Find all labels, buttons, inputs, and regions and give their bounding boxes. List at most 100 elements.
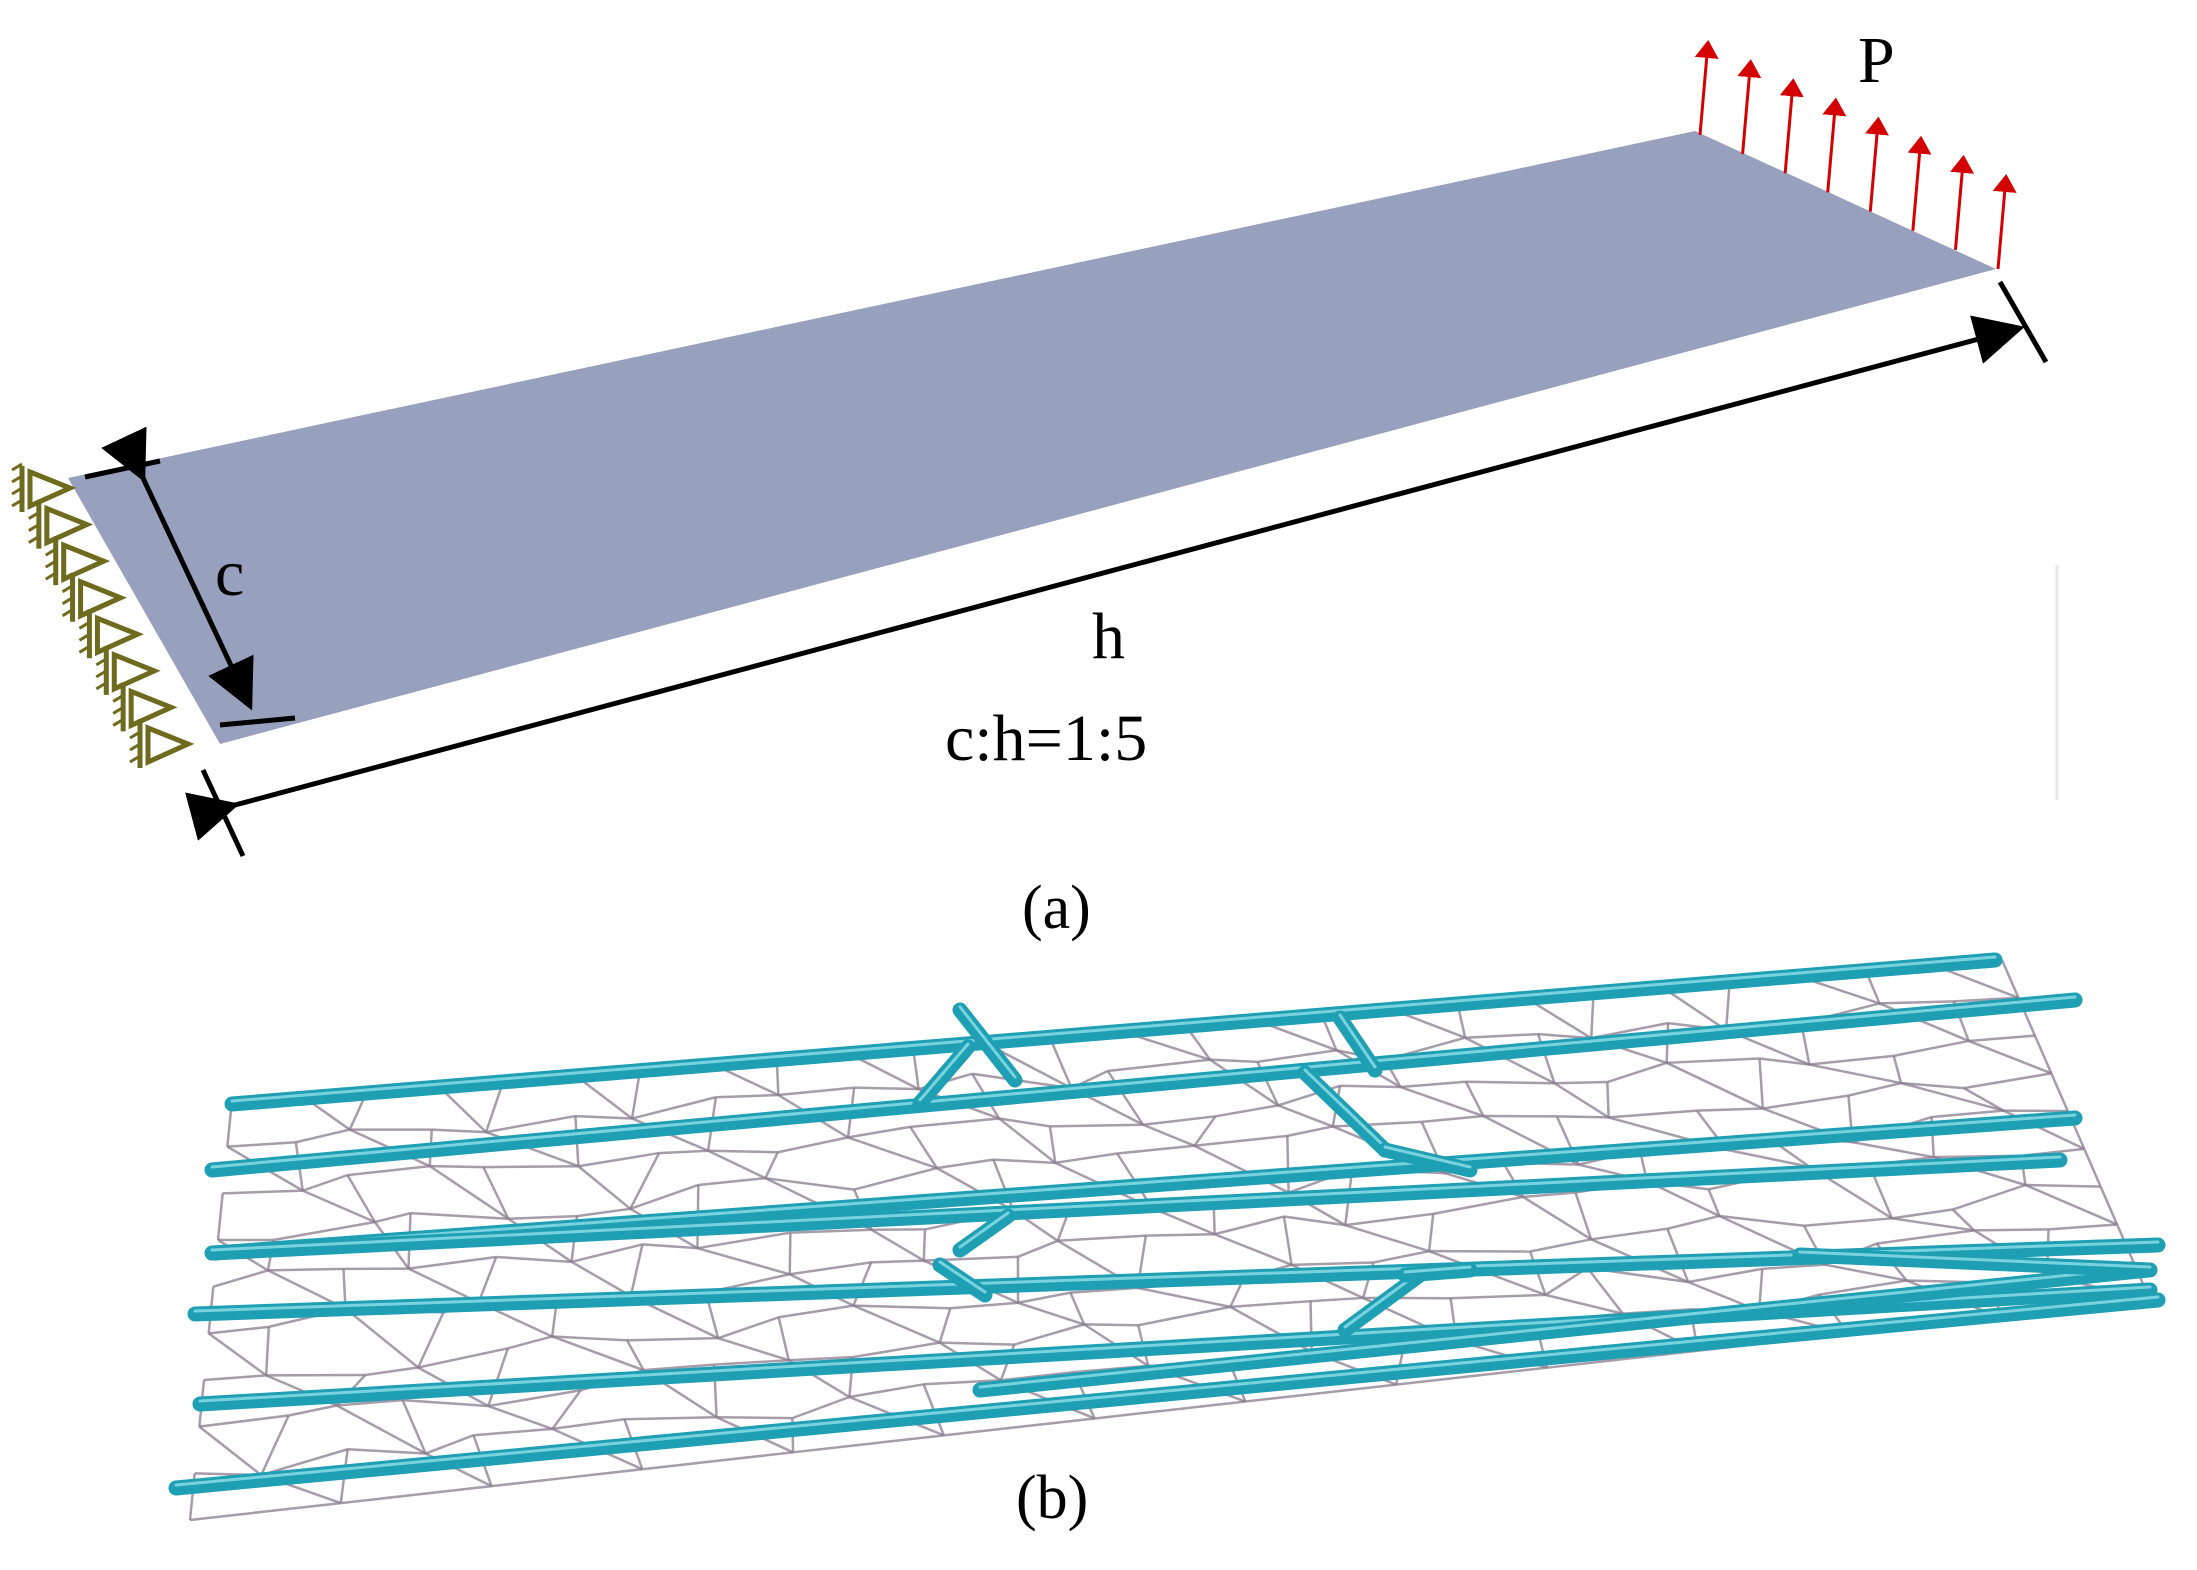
lattice-strut [1142, 1115, 1216, 1126]
lattice-strut [1522, 1195, 1592, 1241]
lattice-strut [265, 1501, 341, 1513]
lattice-strut [189, 1510, 266, 1522]
lattice-strut [1809, 1054, 1894, 1066]
lattice-strut [1900, 1081, 1965, 1090]
rod [1332, 1010, 1383, 1078]
lattice-strut [909, 1126, 938, 1169]
lattice-strut [1169, 1400, 1246, 1412]
lattice-strut [1433, 1195, 1524, 1216]
lattice-strut [1666, 1061, 1764, 1110]
lattice-strut [578, 1151, 660, 1168]
lattice-strut [1687, 1267, 1763, 1284]
lattice-strut [1666, 1057, 1760, 1065]
rod [1397, 1262, 1478, 1283]
lattice-strut [1819, 1279, 1907, 1296]
support-symbol [11, 462, 77, 512]
lattice-strut [288, 1404, 338, 1417]
lattice-strut [778, 1304, 854, 1319]
lattice-strut [1214, 1215, 1285, 1236]
lattice-strut [1523, 1191, 1576, 1199]
lattice-strut [717, 1336, 790, 1362]
lattice-strut [1824, 1263, 1907, 1282]
lattice-strut [1049, 1123, 1144, 1128]
lattice-strut [487, 1404, 553, 1431]
lattice-strut [496, 1255, 572, 1264]
lattice-strut [1876, 1229, 1975, 1245]
lattice-strut [2000, 959, 2020, 999]
lattice-strut [1574, 1192, 1593, 1240]
lattice-strut [1345, 1212, 1434, 1227]
lattice-strut [1606, 1081, 1610, 1118]
rod [932, 1257, 993, 1303]
load-arrow [1822, 97, 1847, 193]
lattice-strut [1545, 1293, 1624, 1315]
lattice-strut [868, 1434, 944, 1446]
lattice-strut [1230, 1299, 1311, 1309]
lattice-strut [198, 1425, 262, 1477]
lattice-strut [1762, 1263, 1825, 1271]
lattice-strut [2003, 1109, 2068, 1113]
panel-b: (b) [168, 952, 2166, 1532]
lattice-strut [295, 1128, 351, 1144]
lattice-strut [1660, 985, 1727, 1032]
lattice-strut [273, 1220, 376, 1242]
support-symbol [61, 572, 127, 622]
lattice-strut [1952, 1183, 2026, 1211]
lattice-strut [1017, 1301, 1085, 1326]
rod [168, 1292, 2166, 1496]
rod [1792, 1247, 2158, 1278]
lattice-strut [1013, 1323, 1085, 1346]
lattice-strut [922, 1229, 927, 1261]
lattice-strut [302, 1189, 376, 1224]
lattice-strut [2083, 1148, 2102, 1188]
lattice-strut [943, 1425, 1020, 1437]
lattice-strut [1464, 1036, 1555, 1085]
rod-highlight [210, 1155, 2062, 1252]
lattice-strut [717, 1316, 780, 1340]
lattice-strut [551, 1335, 644, 1372]
lattice-strut [1450, 1293, 1546, 1300]
lattice-strut [207, 1332, 267, 1377]
rod [1337, 1267, 1428, 1338]
lattice-strut [566, 1467, 643, 1479]
lattice-strut [1400, 1085, 1484, 1118]
lattice-strut [1137, 1305, 1231, 1327]
lattice-strut [577, 1165, 632, 1210]
lattice-strut [1106, 1070, 1145, 1126]
lattice-strut [417, 1347, 509, 1369]
lattice-strut [1137, 1286, 1231, 1309]
lattice-strut [485, 1114, 576, 1134]
lattice-strut [765, 1176, 855, 1191]
lattice-strut [788, 1355, 853, 1362]
lattice-strut [344, 1307, 419, 1369]
lattice-strut [1726, 1148, 1810, 1169]
lattice-strut [208, 1325, 269, 1335]
lattice-strut [1421, 1114, 1484, 1124]
lattice-strut [1000, 1370, 1075, 1382]
load-arrows [1694, 40, 2017, 270]
lattice-strut [1340, 1084, 1401, 1089]
lattice-strut [993, 1158, 1056, 1165]
lattice-strut [1852, 1140, 1934, 1159]
lattice-strut [410, 1211, 509, 1220]
lattice-strut [788, 1232, 792, 1275]
rod-highlight [230, 955, 1997, 1103]
lattice-strut [336, 1398, 403, 1407]
load-arrow [1992, 174, 2017, 270]
lattice-strut [416, 1484, 492, 1496]
lattice-strut [227, 1141, 296, 1148]
lattice-strut [1606, 1061, 1668, 1084]
rod-highlight [978, 1265, 2150, 1389]
lattice-strut [507, 1335, 553, 1350]
lattice-strut [1809, 1063, 1902, 1085]
rod [204, 1152, 2068, 1261]
lattice-strut [1471, 1366, 1548, 1378]
lattice-strut [1953, 996, 2019, 1003]
lattice-strut [716, 1415, 793, 1420]
rod [952, 1002, 1023, 1088]
lattice-strut [1879, 1000, 1954, 1005]
lattice-strut [764, 1151, 779, 1179]
dimension-h [185, 280, 2049, 858]
load-arrow [1737, 59, 1762, 155]
lattice-strut [1057, 1234, 1146, 1243]
